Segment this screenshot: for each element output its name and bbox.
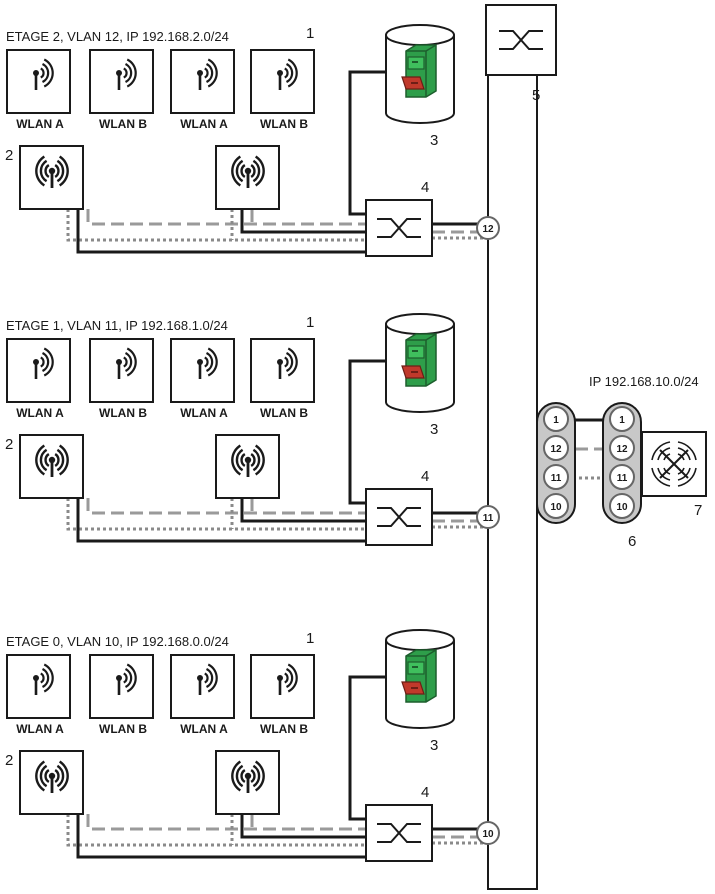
controller-trunk-port-1: 1: [610, 407, 634, 431]
callout-server: 3: [430, 421, 438, 438]
floor-switch: [366, 200, 432, 256]
room-wlan-label: WLAN B: [99, 722, 147, 736]
core-trunk-port-12-label: 12: [550, 444, 562, 455]
controller-trunk-port-12-label: 12: [616, 444, 628, 455]
core-trunk-port-1: 1: [544, 407, 568, 431]
room-wlan-label: WLAN B: [99, 406, 147, 420]
device-layer: 12111011211101121110: [7, 5, 706, 889]
file-cabinet-icon: [402, 45, 436, 97]
callout-core-switch: 5: [532, 87, 540, 104]
core-switch: [486, 5, 556, 75]
callout-access-point: 2: [5, 752, 13, 769]
floor-port: 11: [477, 506, 499, 528]
callout-server: 3: [430, 737, 438, 754]
callout-access-point: 2: [5, 436, 13, 453]
room-2: [90, 339, 153, 402]
data-cable-ap2: [242, 209, 366, 232]
floor-label: ETAGE 0, VLAN 10, IP 192.168.0.0/24: [6, 634, 229, 649]
room-wlan-label: WLAN B: [99, 117, 147, 131]
controller-trunk-port-11: 11: [610, 465, 634, 489]
callout-trunk: 6: [628, 533, 636, 550]
core-trunk-port-10: 10: [544, 494, 568, 518]
floor-label: ETAGE 2, VLAN 12, IP 192.168.2.0/24: [6, 29, 229, 44]
server-cable: [350, 72, 386, 214]
callout-floor-switch: 4: [421, 179, 429, 196]
access-point-2: [216, 751, 279, 814]
room-1: [7, 50, 70, 113]
file-cabinet-icon: [402, 650, 436, 702]
room-wlan-label: WLAN B: [260, 722, 308, 736]
controller-trunk-port-10-label: 10: [616, 502, 628, 513]
data-cable-ap2: [242, 814, 366, 837]
controller-network-label: IP 192.168.10.0/24: [589, 374, 699, 389]
room-1: [7, 339, 70, 402]
callout-rooms: 1: [306, 314, 314, 331]
room-wlan-label: WLAN A: [180, 117, 228, 131]
file-cabinet-icon: [402, 334, 436, 386]
room-2: [90, 655, 153, 718]
access-point-2: [216, 146, 279, 209]
floor-switch: [366, 489, 432, 545]
core-trunk-port-11: 11: [544, 465, 568, 489]
controller-trunk-port-1-label: 1: [619, 415, 625, 426]
controller-trunk: 1 12 11 10: [603, 403, 641, 523]
callout-rooms: 1: [306, 25, 314, 42]
vlan-dash-ap1: [88, 814, 366, 829]
data-cable-ap2: [242, 498, 366, 521]
access-point-2: [216, 435, 279, 498]
callout-floor-switch: 4: [421, 784, 429, 801]
callout-rooms: 1: [306, 630, 314, 647]
server-cable: [350, 677, 386, 819]
callout-floor-switch: 4: [421, 468, 429, 485]
floor-label: ETAGE 1, VLAN 11, IP 192.168.1.0/24: [6, 318, 228, 333]
room-wlan-label: WLAN A: [180, 406, 228, 420]
floor-switch: [366, 805, 432, 861]
core-trunk-port-11-label: 11: [551, 473, 562, 484]
callout-server: 3: [430, 132, 438, 149]
wlan-controller: [642, 432, 706, 496]
callout-access-point: 2: [5, 147, 13, 164]
access-point-1: [20, 146, 83, 209]
server: [386, 314, 454, 412]
floor-port: 10: [477, 822, 499, 844]
room-1: [7, 655, 70, 718]
floor-port: 12: [477, 217, 499, 239]
server-cable: [350, 361, 386, 503]
controller-trunk-port-11-label: 11: [617, 473, 628, 484]
floor-port-label: 10: [482, 829, 494, 840]
controller-trunk-port-10: 10: [610, 494, 634, 518]
core-backbone: [488, 5, 537, 889]
server: [386, 25, 454, 123]
room-2: [90, 50, 153, 113]
room-wlan-label: WLAN B: [260, 117, 308, 131]
core-trunk-port-10-label: 10: [550, 502, 562, 513]
floor-port-label: 12: [482, 224, 494, 235]
callout-controller: 7: [694, 502, 702, 519]
access-point-1: [20, 751, 83, 814]
core-trunk: 1 12 11 10: [537, 403, 575, 523]
room-4: [251, 50, 314, 113]
room-3: [171, 655, 234, 718]
access-point-1: [20, 435, 83, 498]
room-4: [251, 339, 314, 402]
core-trunk-port-12: 12: [544, 436, 568, 460]
room-3: [171, 50, 234, 113]
server: [386, 630, 454, 728]
room-wlan-label: WLAN A: [16, 117, 64, 131]
room-wlan-label: WLAN B: [260, 406, 308, 420]
room-wlan-label: WLAN A: [16, 406, 64, 420]
core-trunk-port-1-label: 1: [553, 415, 559, 426]
controller-trunk-port-12: 12: [610, 436, 634, 460]
vlan-dash-ap1: [88, 209, 366, 224]
vlan-dash-ap1: [88, 498, 366, 513]
room-wlan-label: WLAN A: [180, 722, 228, 736]
room-4: [251, 655, 314, 718]
floor-port-label: 11: [483, 513, 494, 524]
room-3: [171, 339, 234, 402]
room-wlan-label: WLAN A: [16, 722, 64, 736]
